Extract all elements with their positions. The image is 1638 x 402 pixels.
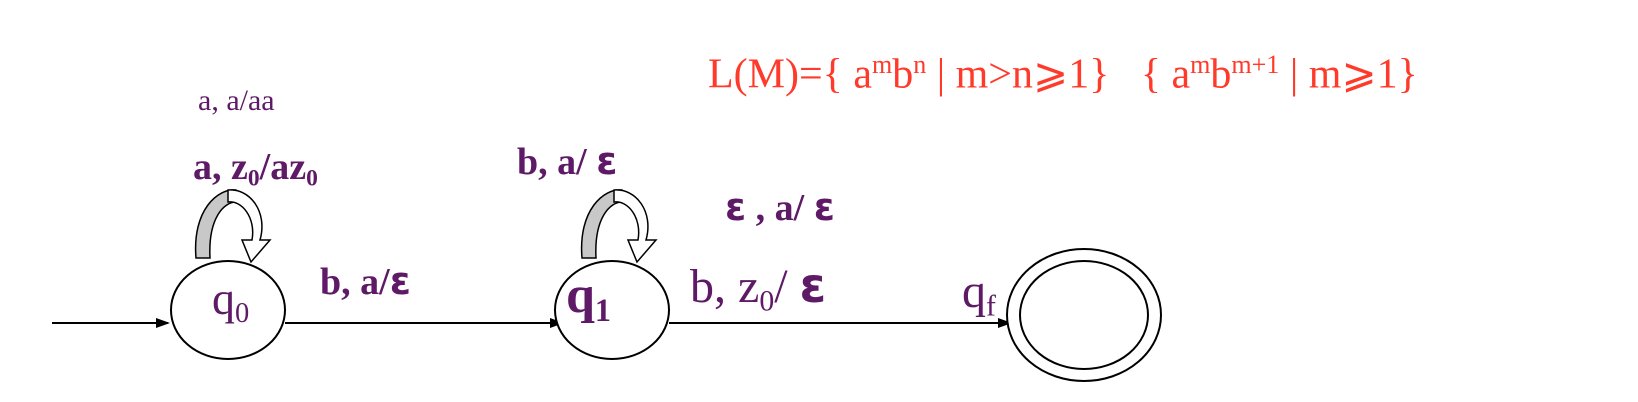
edge-q1-qf-label-lower: b, z0/ ε [690, 258, 827, 318]
edge-q1-qf-label-upper: ε , a/ ε [725, 185, 835, 229]
edge-q0-q1-label: b, a/ε [320, 259, 411, 303]
q1-loop-label: b, a/ ε [517, 139, 618, 183]
state-qf-inner [1019, 260, 1149, 370]
state-q0 [170, 260, 286, 360]
q1-self-loop-icon [580, 189, 658, 264]
state-q1-name: q1 [566, 267, 612, 329]
q0-loop-label-bottom: a, z0/az0 [193, 146, 318, 192]
language-definition: L(M)={ ambn | m>n⩾1} { ambm+1 | m⩾1} [708, 50, 1418, 98]
state-q0-name: q0 [212, 273, 250, 329]
state-qf-name: qf [962, 265, 996, 323]
state-q1 [554, 260, 670, 360]
q0-self-loop-icon [194, 189, 272, 264]
q0-loop-label-top: a, a/aa [198, 84, 275, 117]
state-qf-outer [1006, 248, 1162, 382]
